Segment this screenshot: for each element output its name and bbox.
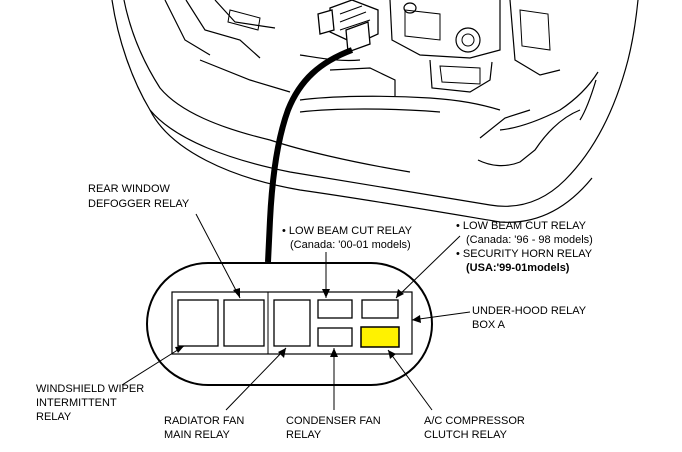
relay-labels: REAR WINDOW DEFOGGER RELAY • LOW BEAM CU…	[36, 183, 593, 441]
under-hood-relay-box-a	[146, 262, 433, 386]
label-security-horn-2: (USA:'99-01models)	[466, 262, 570, 274]
label-windshield-wiper-2: INTERMITTENT	[36, 397, 117, 409]
relay-box-inner-panel	[171, 291, 413, 355]
leader-arrowheads	[175, 288, 421, 359]
relay-ac-compressor-clutch-highlighted	[360, 326, 400, 348]
label-security-horn-1: • SECURITY HORN RELAY	[456, 248, 593, 260]
relay-box-in-vehicle	[317, 0, 379, 53]
relay-radiator-fan-main	[273, 299, 311, 347]
label-leader-lines	[121, 213, 471, 411]
label-under-hood-box-2: BOX A	[472, 319, 506, 331]
label-radiator-fan-1: RADIATOR FAN	[164, 415, 244, 427]
label-low-beam-cut-00-01-1: • LOW BEAM CUT RELAY	[282, 225, 413, 237]
relay-rear-window-defogger	[223, 299, 265, 347]
label-ac-compressor-1: A/C COMPRESSOR	[424, 415, 525, 427]
label-windshield-wiper-1: WINDSHIELD WIPER	[36, 383, 144, 395]
label-ac-compressor-2: CLUTCH RELAY	[424, 429, 508, 441]
label-low-beam-cut-96-98-2: (Canada: '96 - 98 models)	[466, 234, 593, 246]
car-front-illustration	[111, 0, 639, 223]
label-condenser-fan-2: RELAY	[286, 429, 322, 441]
label-radiator-fan-2: MAIN RELAY	[164, 429, 230, 441]
relay-windshield-wiper	[177, 299, 219, 347]
label-rear-window-defogger-1: REAR WINDOW	[88, 183, 171, 195]
label-low-beam-cut-00-01-2: (Canada: '00-01 models)	[290, 239, 411, 251]
label-rear-window-defogger-2: DEFOGGER RELAY	[88, 198, 190, 210]
label-low-beam-cut-96-98-1: • LOW BEAM CUT RELAY	[456, 220, 587, 232]
label-under-hood-box-1: UNDER-HOOD RELAY	[472, 305, 587, 317]
relay-low-beam-cut-00-01	[317, 299, 353, 319]
relay-low-beam-cut-96-98	[361, 299, 399, 319]
relay-condenser-fan	[317, 327, 353, 347]
label-windshield-wiper-3: RELAY	[36, 411, 72, 423]
callout-leader-line	[265, 47, 354, 263]
label-condenser-fan-1: CONDENSER FAN	[286, 415, 381, 427]
